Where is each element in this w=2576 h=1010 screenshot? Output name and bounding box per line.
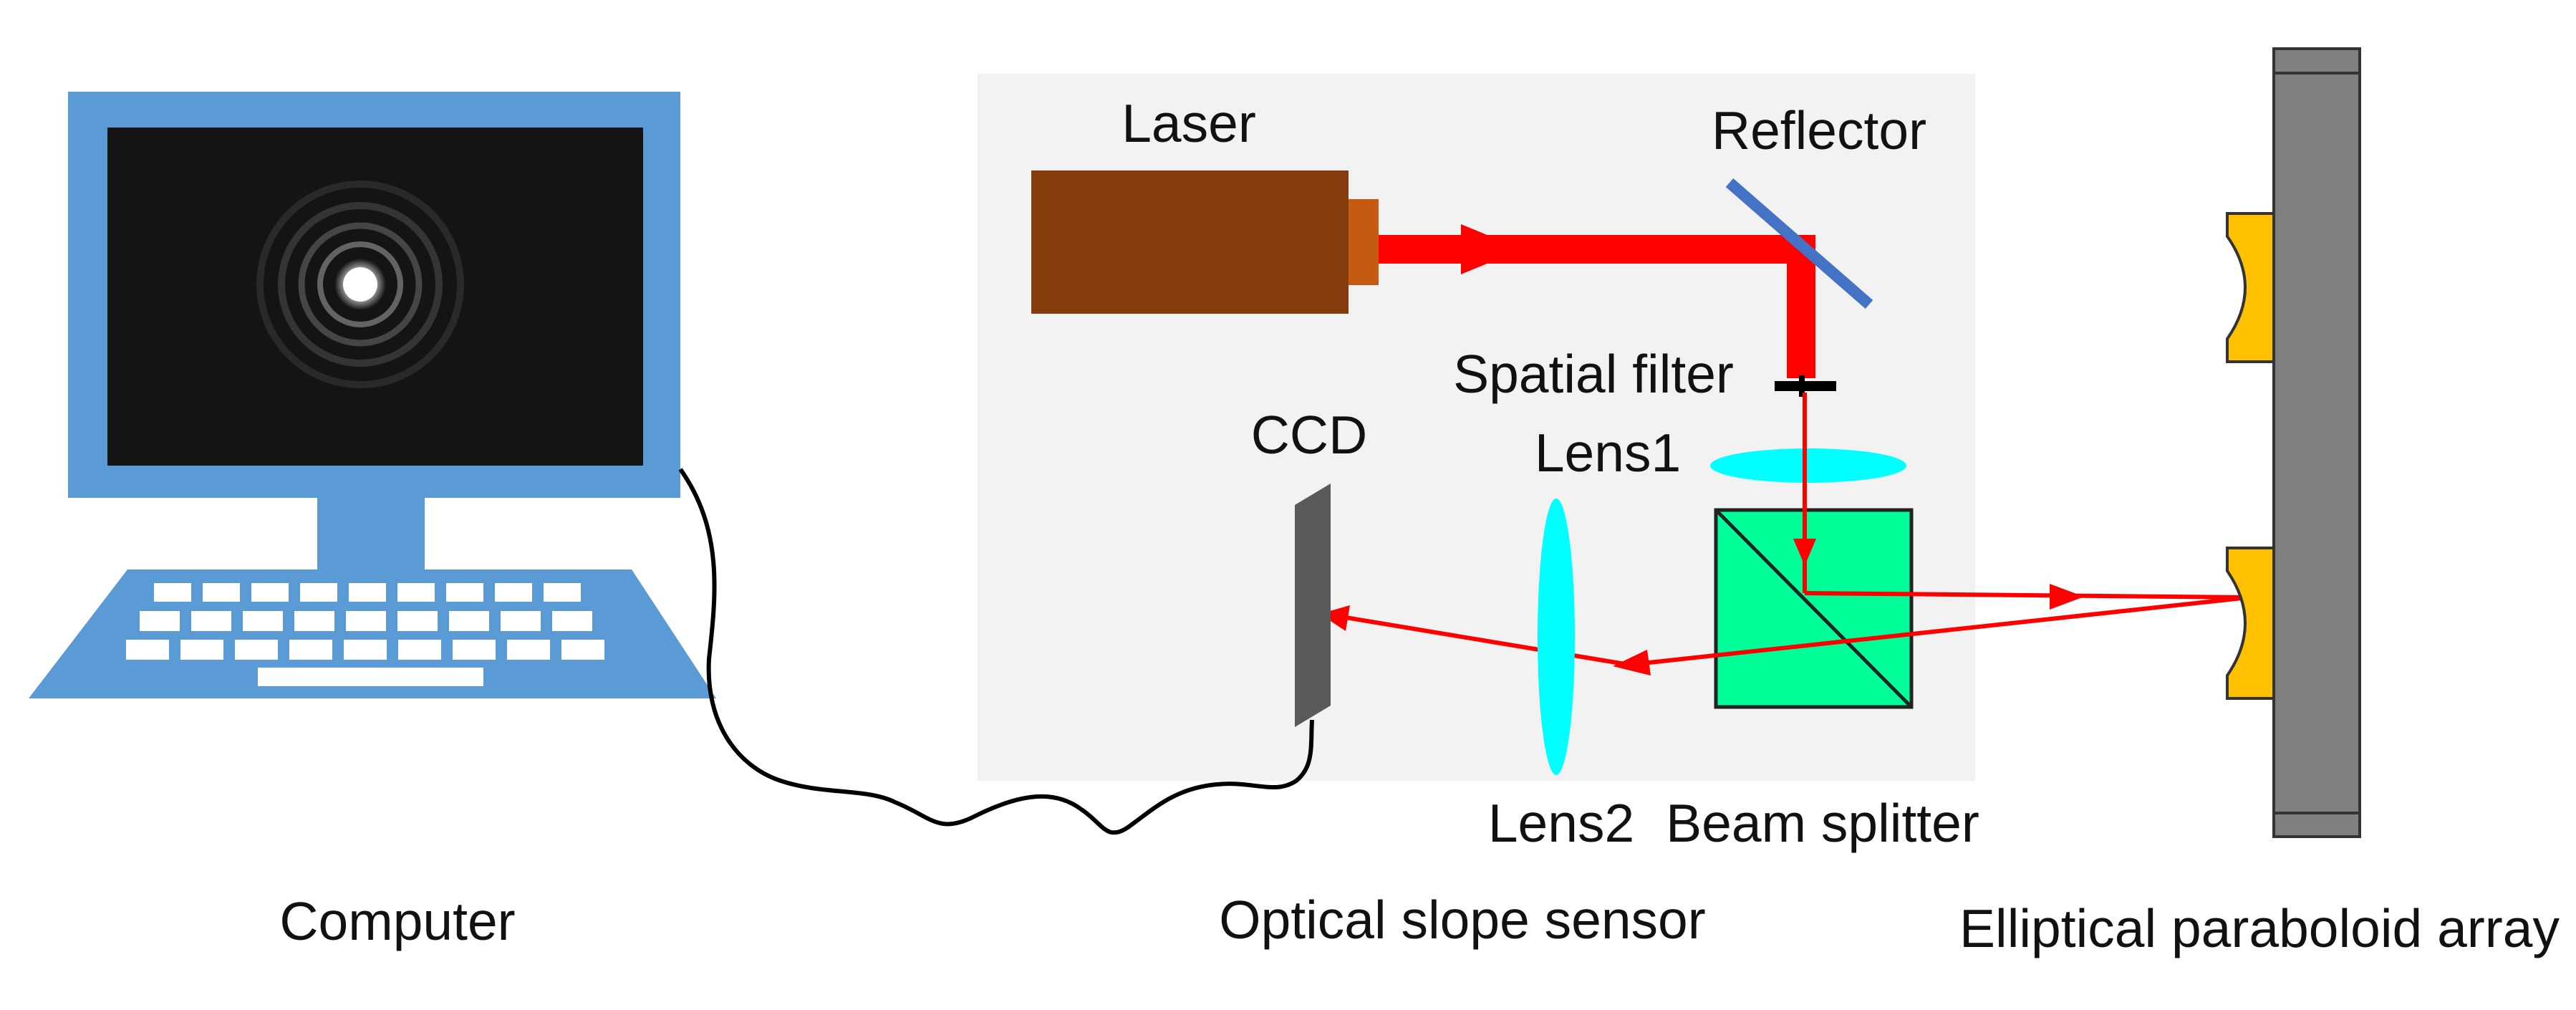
lens2 bbox=[1538, 499, 1575, 775]
laser-body bbox=[1031, 170, 1349, 314]
keyboard-keys bbox=[126, 583, 604, 686]
beam-arrow-to-array bbox=[2050, 584, 2084, 610]
paraboloid-mirror-top bbox=[2226, 212, 2275, 363]
label-optical-slope-sensor: Optical slope sensor bbox=[1219, 890, 1706, 950]
label-lens1: Lens1 bbox=[1535, 423, 1681, 483]
array-plate bbox=[2272, 47, 2361, 838]
label-laser: Laser bbox=[1121, 93, 1256, 153]
reflector-mirror bbox=[1725, 178, 1873, 309]
beam-to-array bbox=[1804, 591, 2249, 600]
beam-arrow-down bbox=[1793, 539, 1816, 566]
label-ccd: CCD bbox=[1251, 405, 1368, 465]
beam-to-ccd bbox=[1328, 612, 1630, 667]
label-reflector: Reflector bbox=[1712, 100, 1926, 160]
computer bbox=[29, 92, 716, 698]
data-cable bbox=[678, 468, 1314, 835]
spatial-filter bbox=[1775, 375, 1836, 397]
label-spatial-filter: Spatial filter bbox=[1453, 344, 1734, 404]
beam-reflected bbox=[1629, 595, 2249, 667]
paraboloid-mirror-bottom bbox=[2226, 547, 2275, 700]
ccd-sensor bbox=[1295, 484, 1331, 727]
label-computer: Computer bbox=[279, 891, 515, 951]
monitor-neck bbox=[317, 498, 425, 569]
beam-arrow-reflected bbox=[1613, 650, 1651, 675]
label-elliptical-paraboloid-array: Elliptical paraboloid array bbox=[1959, 898, 2560, 958]
label-beam-splitter: Beam splitter bbox=[1666, 793, 1979, 853]
beam-splitter-diagonal bbox=[1714, 509, 1913, 708]
diffraction-spot bbox=[256, 181, 464, 388]
laser-nozzle bbox=[1349, 199, 1379, 285]
lens1 bbox=[1710, 448, 1906, 483]
label-lens2: Lens2 bbox=[1488, 793, 1634, 853]
beam-arrow-right bbox=[1461, 224, 1522, 274]
